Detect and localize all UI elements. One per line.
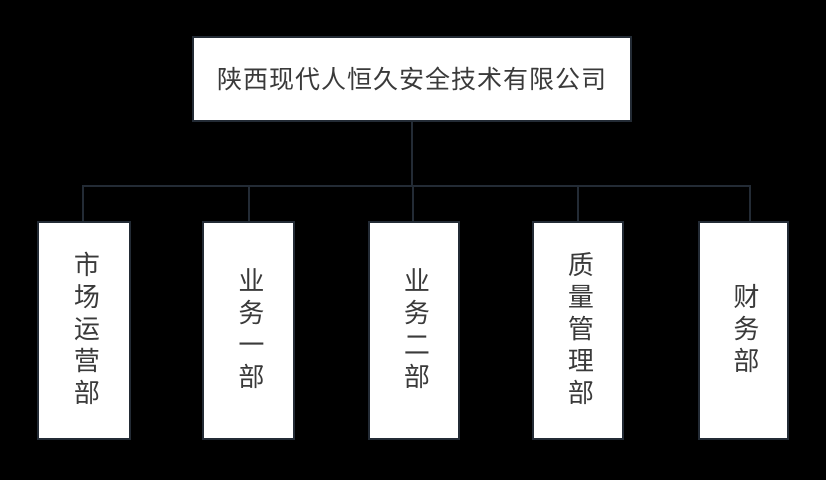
org-node-child-3[interactable]: 业务二部 xyxy=(368,221,460,440)
org-node-child-4-label: 质量管理部 xyxy=(563,250,594,411)
org-node-child-2[interactable]: 业务一部 xyxy=(202,221,295,440)
connector-drop-child-2 xyxy=(248,185,250,221)
connector-root-stem xyxy=(411,122,413,186)
org-node-child-1[interactable]: 市场运营部 xyxy=(37,221,131,440)
org-node-child-1-label: 市场运营部 xyxy=(69,250,100,411)
connector-drop-child-1 xyxy=(82,185,84,221)
org-node-child-5[interactable]: 财务部 xyxy=(698,221,789,440)
org-node-child-4[interactable]: 质量管理部 xyxy=(532,221,624,440)
connector-drop-child-3 xyxy=(412,185,414,221)
connector-drop-child-4 xyxy=(577,185,579,221)
org-node-root-label: 陕西现代人恒久安全技术有限公司 xyxy=(216,64,607,94)
connector-drop-child-5 xyxy=(749,185,751,221)
org-node-child-5-label: 财务部 xyxy=(728,282,759,379)
org-node-root[interactable]: 陕西现代人恒久安全技术有限公司 xyxy=(192,36,632,122)
connector-horizontal-bus xyxy=(83,185,751,187)
org-node-child-2-label: 业务一部 xyxy=(233,266,264,395)
org-node-child-3-label: 业务二部 xyxy=(399,266,430,395)
